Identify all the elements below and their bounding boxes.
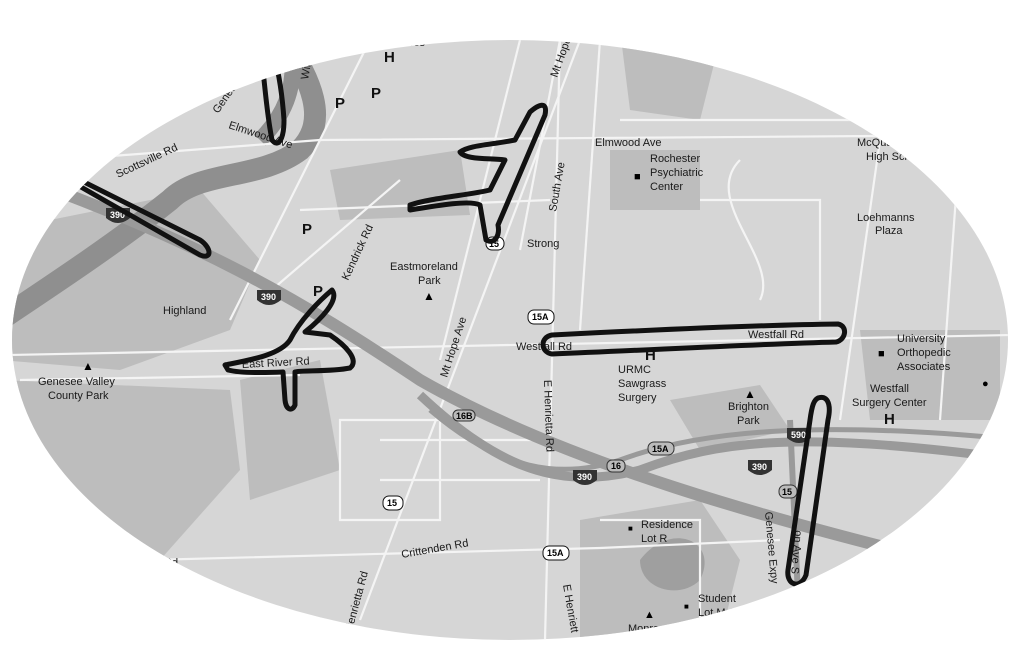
genesee-river bbox=[12, 40, 326, 330]
map-label: Center bbox=[650, 181, 683, 193]
tree-icon: ▲ bbox=[423, 289, 435, 303]
map-label: 15 bbox=[387, 498, 397, 508]
map-label: County Park bbox=[48, 390, 109, 402]
map-label: 16 bbox=[611, 461, 621, 471]
shield-15a: 15A bbox=[647, 441, 675, 456]
hospital-icon: H bbox=[645, 347, 656, 364]
street-grid bbox=[12, 40, 1008, 640]
map-label: Highland bbox=[163, 305, 206, 317]
parking-icon: P bbox=[313, 283, 323, 300]
pond bbox=[640, 538, 705, 591]
map-label: Psychiatric bbox=[650, 167, 704, 179]
markers: H H H P P P P ▲ ▲ ▲ ■ ■ ■ ■ ▲ ● bbox=[82, 49, 989, 621]
map-label: Health Services bbox=[348, 37, 426, 49]
map-label: High Scho bbox=[866, 151, 917, 163]
map-label: ester: University bbox=[348, 23, 427, 35]
map-label: Highla bbox=[688, 9, 720, 21]
parking-icon: P bbox=[371, 85, 381, 102]
parking-icon: P bbox=[335, 95, 345, 112]
tree-icon: ▲ bbox=[82, 359, 94, 373]
map-label: E Henrietta Rd bbox=[541, 380, 556, 453]
shield-i390: 390 bbox=[573, 470, 597, 485]
hospital-icon: H bbox=[884, 411, 895, 428]
map-label: McQuaid bbox=[857, 137, 901, 149]
map-label: 15A bbox=[532, 312, 549, 322]
map-label: Surgery bbox=[618, 392, 657, 404]
map-label: 590 bbox=[791, 430, 806, 440]
map-label: Associates bbox=[897, 361, 951, 373]
map-label: Sawgrass bbox=[618, 378, 667, 390]
map-label: Westfall Rd bbox=[748, 329, 804, 341]
shield-15a: 15A bbox=[527, 309, 555, 325]
map-label: Genesee Valley bbox=[38, 376, 115, 388]
map-label: 390 bbox=[752, 462, 767, 472]
map-label: Rochester bbox=[650, 153, 700, 165]
medical-bag-icon: ■ bbox=[634, 171, 641, 183]
map-label: Brighton bbox=[728, 401, 769, 413]
annotation-mt-hope-elmwood bbox=[407, 102, 549, 244]
map-label: Surgery Center bbox=[852, 397, 927, 409]
hand-drawn-annotations bbox=[57, 52, 847, 587]
annotation-river-loop bbox=[259, 52, 287, 146]
map-label: 15A bbox=[652, 444, 669, 454]
map-label: Student bbox=[698, 593, 736, 605]
medical-bag-icon: ■ bbox=[878, 348, 885, 360]
map-label: Loehmanns bbox=[857, 212, 915, 224]
shield-15a: 15A bbox=[542, 545, 570, 561]
shield-15: 15 bbox=[778, 484, 798, 499]
square-poi-icon: ■ bbox=[684, 602, 689, 611]
map-label: Park bbox=[673, 47, 696, 59]
map-label: 390 bbox=[110, 210, 125, 220]
map-label: Rd bbox=[164, 557, 178, 569]
map-label: Park bbox=[737, 415, 760, 427]
annotation-westfall-rd bbox=[540, 321, 847, 357]
map-label: Lot M-1 bbox=[698, 607, 735, 619]
shield-16b: 16B bbox=[452, 409, 476, 422]
map-label: Orthopedic bbox=[897, 347, 951, 359]
map-label: 15A bbox=[547, 548, 564, 558]
shield-i390: 390 bbox=[748, 460, 772, 475]
interstate-590 bbox=[428, 408, 1008, 472]
map-label: Lot R bbox=[641, 533, 667, 545]
square-poi-icon: ■ bbox=[628, 524, 633, 533]
map-label: 15 bbox=[782, 487, 792, 497]
map-label: Eastmoreland bbox=[390, 261, 458, 273]
shield-i390: 390 bbox=[257, 290, 281, 305]
sports-ball-icon: ● bbox=[982, 378, 989, 390]
annotation-i390-loop bbox=[57, 172, 212, 259]
map-label: Monroe bbox=[628, 623, 665, 635]
map-label: 390 bbox=[261, 292, 276, 302]
hospital-icon: H bbox=[384, 49, 395, 66]
map-label: Strong bbox=[527, 238, 559, 250]
annotation-east-river-interchange bbox=[222, 287, 356, 412]
map-label: University bbox=[897, 333, 946, 345]
map-label: 390 bbox=[577, 472, 592, 482]
route-shields: 390 390 390 390 590 15A 15A 15A 15 15 15… bbox=[106, 208, 811, 561]
parking-icon: P bbox=[302, 221, 312, 238]
map-label: Plaza bbox=[875, 225, 903, 237]
graduation-cap-icon: ▲ bbox=[644, 609, 655, 621]
tree-icon: ▲ bbox=[744, 387, 756, 401]
shield-15: 15 bbox=[382, 495, 404, 511]
map-label: 15 bbox=[489, 239, 499, 249]
map-label: Elmwood Ave bbox=[595, 137, 661, 149]
map-label: URMC bbox=[618, 364, 651, 376]
map-label: Residence bbox=[641, 519, 693, 531]
annotation-winton-ave bbox=[785, 394, 832, 587]
shield-16: 16 bbox=[606, 459, 626, 473]
map-label: Westfall bbox=[870, 383, 909, 395]
map-label: Park bbox=[418, 275, 441, 287]
map-label: 16B bbox=[456, 411, 473, 421]
